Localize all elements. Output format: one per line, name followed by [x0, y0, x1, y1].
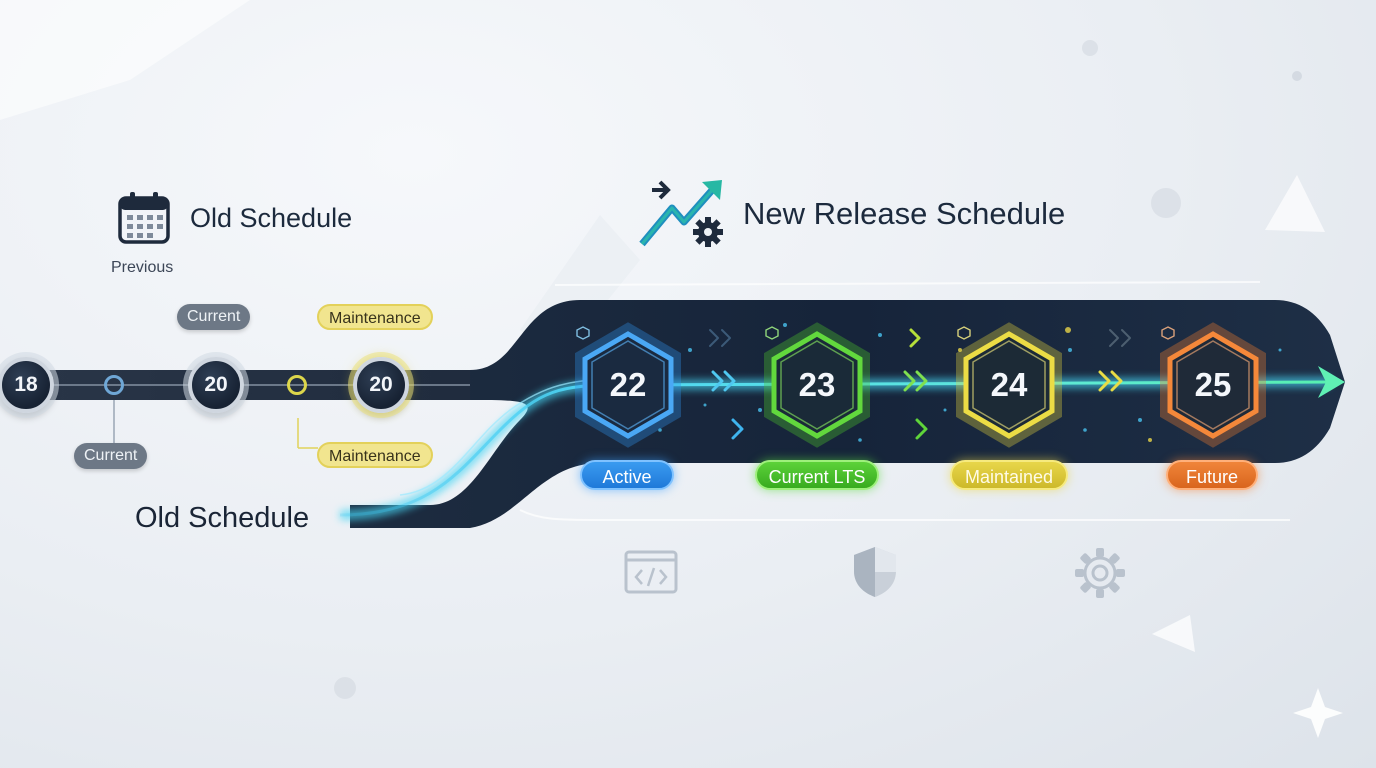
release-version: 25 [1194, 366, 1232, 403]
release-version: 23 [798, 366, 836, 403]
old-schedule-title: Old Schedule [190, 203, 353, 233]
release-hex-22: 22 [575, 322, 681, 448]
status-badge-active: Active [580, 460, 674, 490]
release-version: 22 [609, 366, 647, 403]
hexagon-shape [956, 322, 1062, 448]
current-label-lower: Current [74, 443, 148, 469]
old-release-node-20-maintenance: 20 [353, 357, 409, 413]
release-hex-24: 24 [956, 322, 1062, 448]
hexagon-shape [575, 322, 681, 448]
maintenance-label-lower: Maintenance [317, 442, 433, 468]
old-small-node-blue [104, 375, 124, 395]
shield-icon [854, 547, 896, 597]
previous-label: Previous [111, 259, 174, 276]
node-logo-icon [957, 326, 971, 340]
node-logo-icon [1161, 326, 1175, 340]
old-small-node-yellow [287, 375, 307, 395]
hexagon-shape [1160, 322, 1266, 448]
old-release-node-20-current: 20 [188, 357, 244, 413]
status-badge-current-lts: Current LTS [755, 460, 879, 490]
old-release-node-18: 18 [0, 357, 54, 413]
release-hex-25: 25 [1160, 322, 1266, 448]
node-logo-icon [765, 326, 779, 340]
trend-arrow-gear-icon [639, 180, 723, 247]
release-version: 24 [990, 366, 1028, 403]
old-schedule-title-bottom: Old Schedule [135, 502, 310, 534]
release-hex-23: 23 [764, 322, 870, 448]
status-badge-maintained: Maintained [950, 460, 1068, 490]
current-label-upper: Current [177, 304, 251, 330]
status-badge-future: Future [1166, 460, 1258, 490]
node-logo-icon [576, 326, 590, 340]
maintenance-label-upper: Maintenance [317, 304, 433, 330]
code-window-icon [624, 550, 678, 594]
new-schedule-title: New Release Schedule [743, 196, 1066, 231]
gear-icon [1075, 548, 1125, 598]
hexagon-shape [764, 322, 870, 448]
calendar-icon [118, 192, 170, 244]
